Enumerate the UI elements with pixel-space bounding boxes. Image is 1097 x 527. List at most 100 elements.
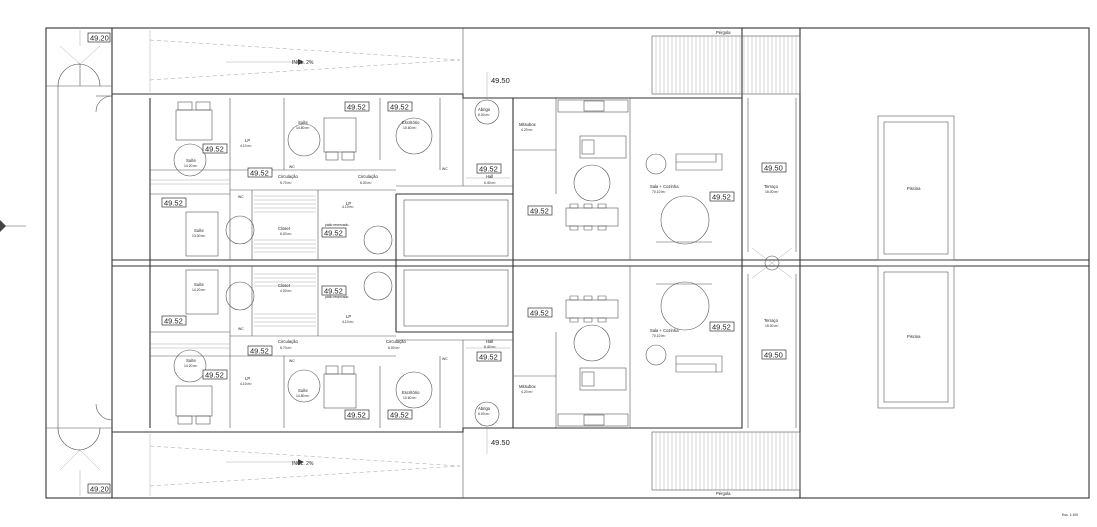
level-label: 49.50 (764, 164, 783, 173)
pool-label: Piscina (907, 334, 921, 339)
room-area: 10.60 m² (403, 396, 417, 400)
room-name: Suíte (194, 282, 204, 287)
room-area: 15.00 m² (765, 324, 779, 328)
driveway-top (112, 28, 464, 95)
room-area: 14.20 m² (184, 164, 198, 168)
pergola-bottom (651, 431, 801, 491)
room-name: Mitsubox (519, 384, 537, 389)
room-name: Suíte (298, 120, 308, 125)
wc-label: WC (289, 165, 295, 169)
sofa-top (675, 153, 723, 171)
slope-label: INCL. 2% (292, 60, 314, 66)
room-name: Circulação (278, 174, 298, 179)
level-label: 49.50 (764, 351, 783, 360)
dining-table-bottom (565, 295, 619, 323)
level-label: 49.52 (347, 103, 366, 112)
room-name: Terraço (764, 318, 779, 323)
room-name: LP (346, 314, 351, 319)
room-name: Circulação (278, 339, 298, 344)
room-name: Suíte (186, 358, 196, 363)
room-area: 10.60 m² (403, 126, 417, 130)
pergola-label: Pérgola (716, 30, 731, 35)
room-area: 4.20 m² (521, 390, 533, 394)
unit-bottom-walls (150, 266, 631, 428)
room-area: 6.40 m² (484, 345, 496, 349)
room-area: 4.00 m² (280, 289, 292, 293)
level-label: 49.52 (390, 411, 409, 420)
level-label: 49.52 (164, 199, 183, 208)
room-name: Abrigo (478, 107, 491, 112)
room-area: 14.80 m² (296, 394, 310, 398)
site-boundary (45, 27, 1090, 499)
level-label: 49.52 (479, 353, 498, 362)
pool-top (877, 115, 955, 261)
room-area: 6.40 m² (484, 181, 496, 185)
room-name: Abrigo (478, 406, 491, 411)
room-area: 6.00 m² (478, 113, 490, 117)
room-area: 14.20 m² (184, 364, 198, 368)
room-area: 70.10 m² (652, 334, 666, 338)
level-label: 49.52 (479, 165, 498, 174)
room-name: Mitsubox (519, 122, 537, 127)
level-label: 49.52 (712, 193, 731, 202)
wc-label: WC (238, 195, 244, 199)
level-label: 49.52 (530, 309, 549, 318)
level-label: 49.50 (491, 76, 510, 85)
room-area: 6.00 m² (360, 181, 372, 185)
left-access-strip (46, 28, 113, 498)
room-area: 4.10 m² (342, 320, 354, 324)
level-label: 49.52 (164, 317, 183, 326)
slope-label: INCL. 2% (292, 461, 314, 467)
level-label: 49.52 (250, 169, 269, 178)
unit-top-walls (150, 98, 631, 260)
room-name: Suíte (186, 158, 196, 163)
room-area: 4.10 m² (342, 205, 354, 209)
level-label: 49.52 (347, 411, 366, 420)
room-name: Circulação (358, 174, 378, 179)
tv-units (656, 241, 712, 285)
bed-icon (175, 385, 213, 425)
level-label: 49.52 (390, 103, 409, 112)
room-name: Hall (486, 174, 493, 179)
sofa-bottom (675, 355, 723, 373)
room-name: Hall (486, 339, 493, 344)
room-name: Terraço (764, 184, 779, 189)
area-labels: INCL. 2% INCL. 2% Pérgola Pérgola Piscin… (292, 30, 921, 496)
pool-label: Piscina (907, 186, 921, 191)
room-area: 5.70 m² (280, 181, 292, 185)
bed-icon (323, 365, 357, 409)
pool-bottom (877, 265, 955, 409)
room-labels: Suíte 14.20 m² Suíte 14.80 m² Escritório… (184, 107, 779, 416)
room-area: 4.20 m² (521, 128, 533, 132)
level-label: 49.52 (324, 229, 343, 238)
level-label: 49.52 (712, 323, 731, 332)
driveway-bottom (112, 431, 464, 498)
turning-circles (173, 99, 710, 427)
bed-icon (175, 101, 213, 141)
level-label: 49.20 (90, 34, 109, 43)
level-arrow-markers (466, 72, 510, 454)
level-label: 49.50 (491, 438, 510, 447)
room-name: Closet (278, 226, 291, 231)
bed-icon (185, 211, 219, 257)
room-area: 6.00 m² (388, 346, 400, 350)
house-outline (112, 93, 1089, 433)
level-label: 49.52 (250, 347, 269, 356)
room-name: Suíte (298, 388, 308, 393)
level-label: 49.20 (90, 485, 109, 494)
kitchen-top (557, 99, 629, 159)
scale-note: Esc. 1:100 (1062, 513, 1078, 517)
pergola-label: Pérgola (716, 491, 731, 496)
room-area: 14.80 m² (296, 126, 310, 130)
room-name: Sala + Cozinha (650, 184, 679, 189)
room-area: 5.70 m² (280, 346, 292, 350)
bed-icon (323, 117, 357, 161)
room-area: 6.00 m² (478, 412, 490, 416)
room-name: Escritório (402, 120, 420, 125)
level-labels: 49.20 49.20 49.50 49.50 49.50 49.50 49.5… (87, 32, 787, 494)
wc-label: WC (442, 167, 448, 171)
closet-shelving (150, 179, 316, 349)
patio-label: pátio reservado (325, 223, 348, 227)
room-area: 14.20 m² (192, 288, 206, 292)
